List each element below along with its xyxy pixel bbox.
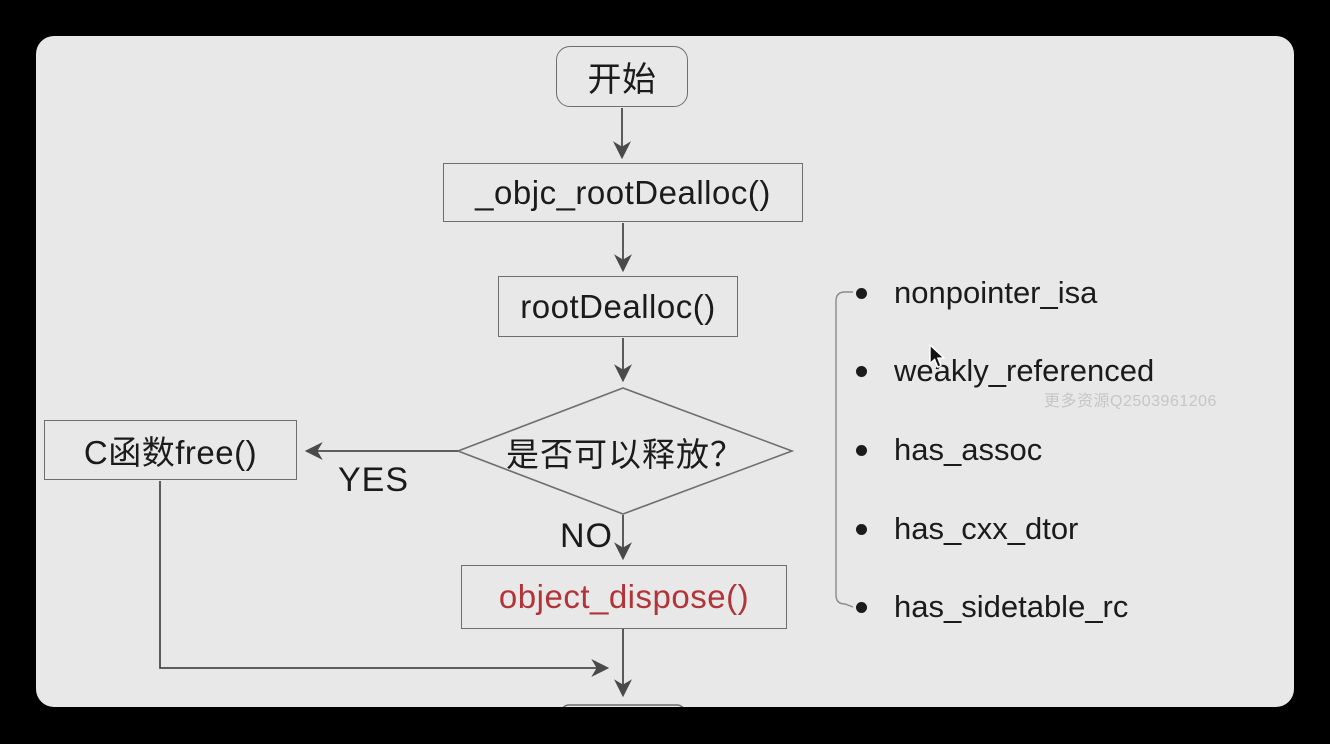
flowchart-connectors	[159, 108, 854, 707]
objc-root-dealloc-node: _objc_rootDealloc()	[443, 163, 803, 222]
flag-list-item: has_sidetable_rc	[856, 587, 1128, 627]
no-branch-label: NO	[560, 517, 613, 555]
watermark-text: 更多资源Q2503961206	[1044, 393, 1217, 410]
root-dealloc-node: rootDealloc()	[498, 276, 738, 337]
decision-node-label: 是否可以释放？	[506, 435, 744, 473]
decision-diamond-shape	[455, 387, 795, 515]
end-node-shape	[562, 704, 684, 707]
flag-list-item: nonpointer_isa	[856, 273, 1097, 313]
bullet-icon	[856, 444, 867, 456]
flag-label: has_sidetable_rc	[894, 589, 1129, 624]
flag-list-item: has_cxx_dtor	[856, 509, 1078, 549]
object-dispose-node: object_dispose()	[461, 565, 787, 629]
bullet-icon	[856, 523, 867, 535]
flag-label: nonpointer_isa	[894, 275, 1098, 310]
flag-list-item: weakly_referenced	[856, 351, 1154, 391]
flag-label: has_cxx_dtor	[894, 511, 1079, 546]
bullet-icon	[856, 365, 867, 377]
mouse-cursor-icon	[929, 344, 946, 369]
yes-branch-label: YES	[338, 461, 410, 499]
bullet-icon	[856, 287, 867, 299]
c-free-node: C函数free()	[44, 420, 297, 480]
start-node: 开始	[556, 46, 688, 107]
flag-list-item: has_assoc	[856, 430, 1042, 470]
bullet-icon	[856, 601, 867, 613]
flag-label: has_assoc	[894, 432, 1043, 467]
slide: 开始 _objc_rootDealloc() rootDealloc() 是否可…	[36, 36, 1294, 707]
connector-free-to-end	[159, 481, 610, 677]
flags-bracket	[835, 291, 854, 608]
